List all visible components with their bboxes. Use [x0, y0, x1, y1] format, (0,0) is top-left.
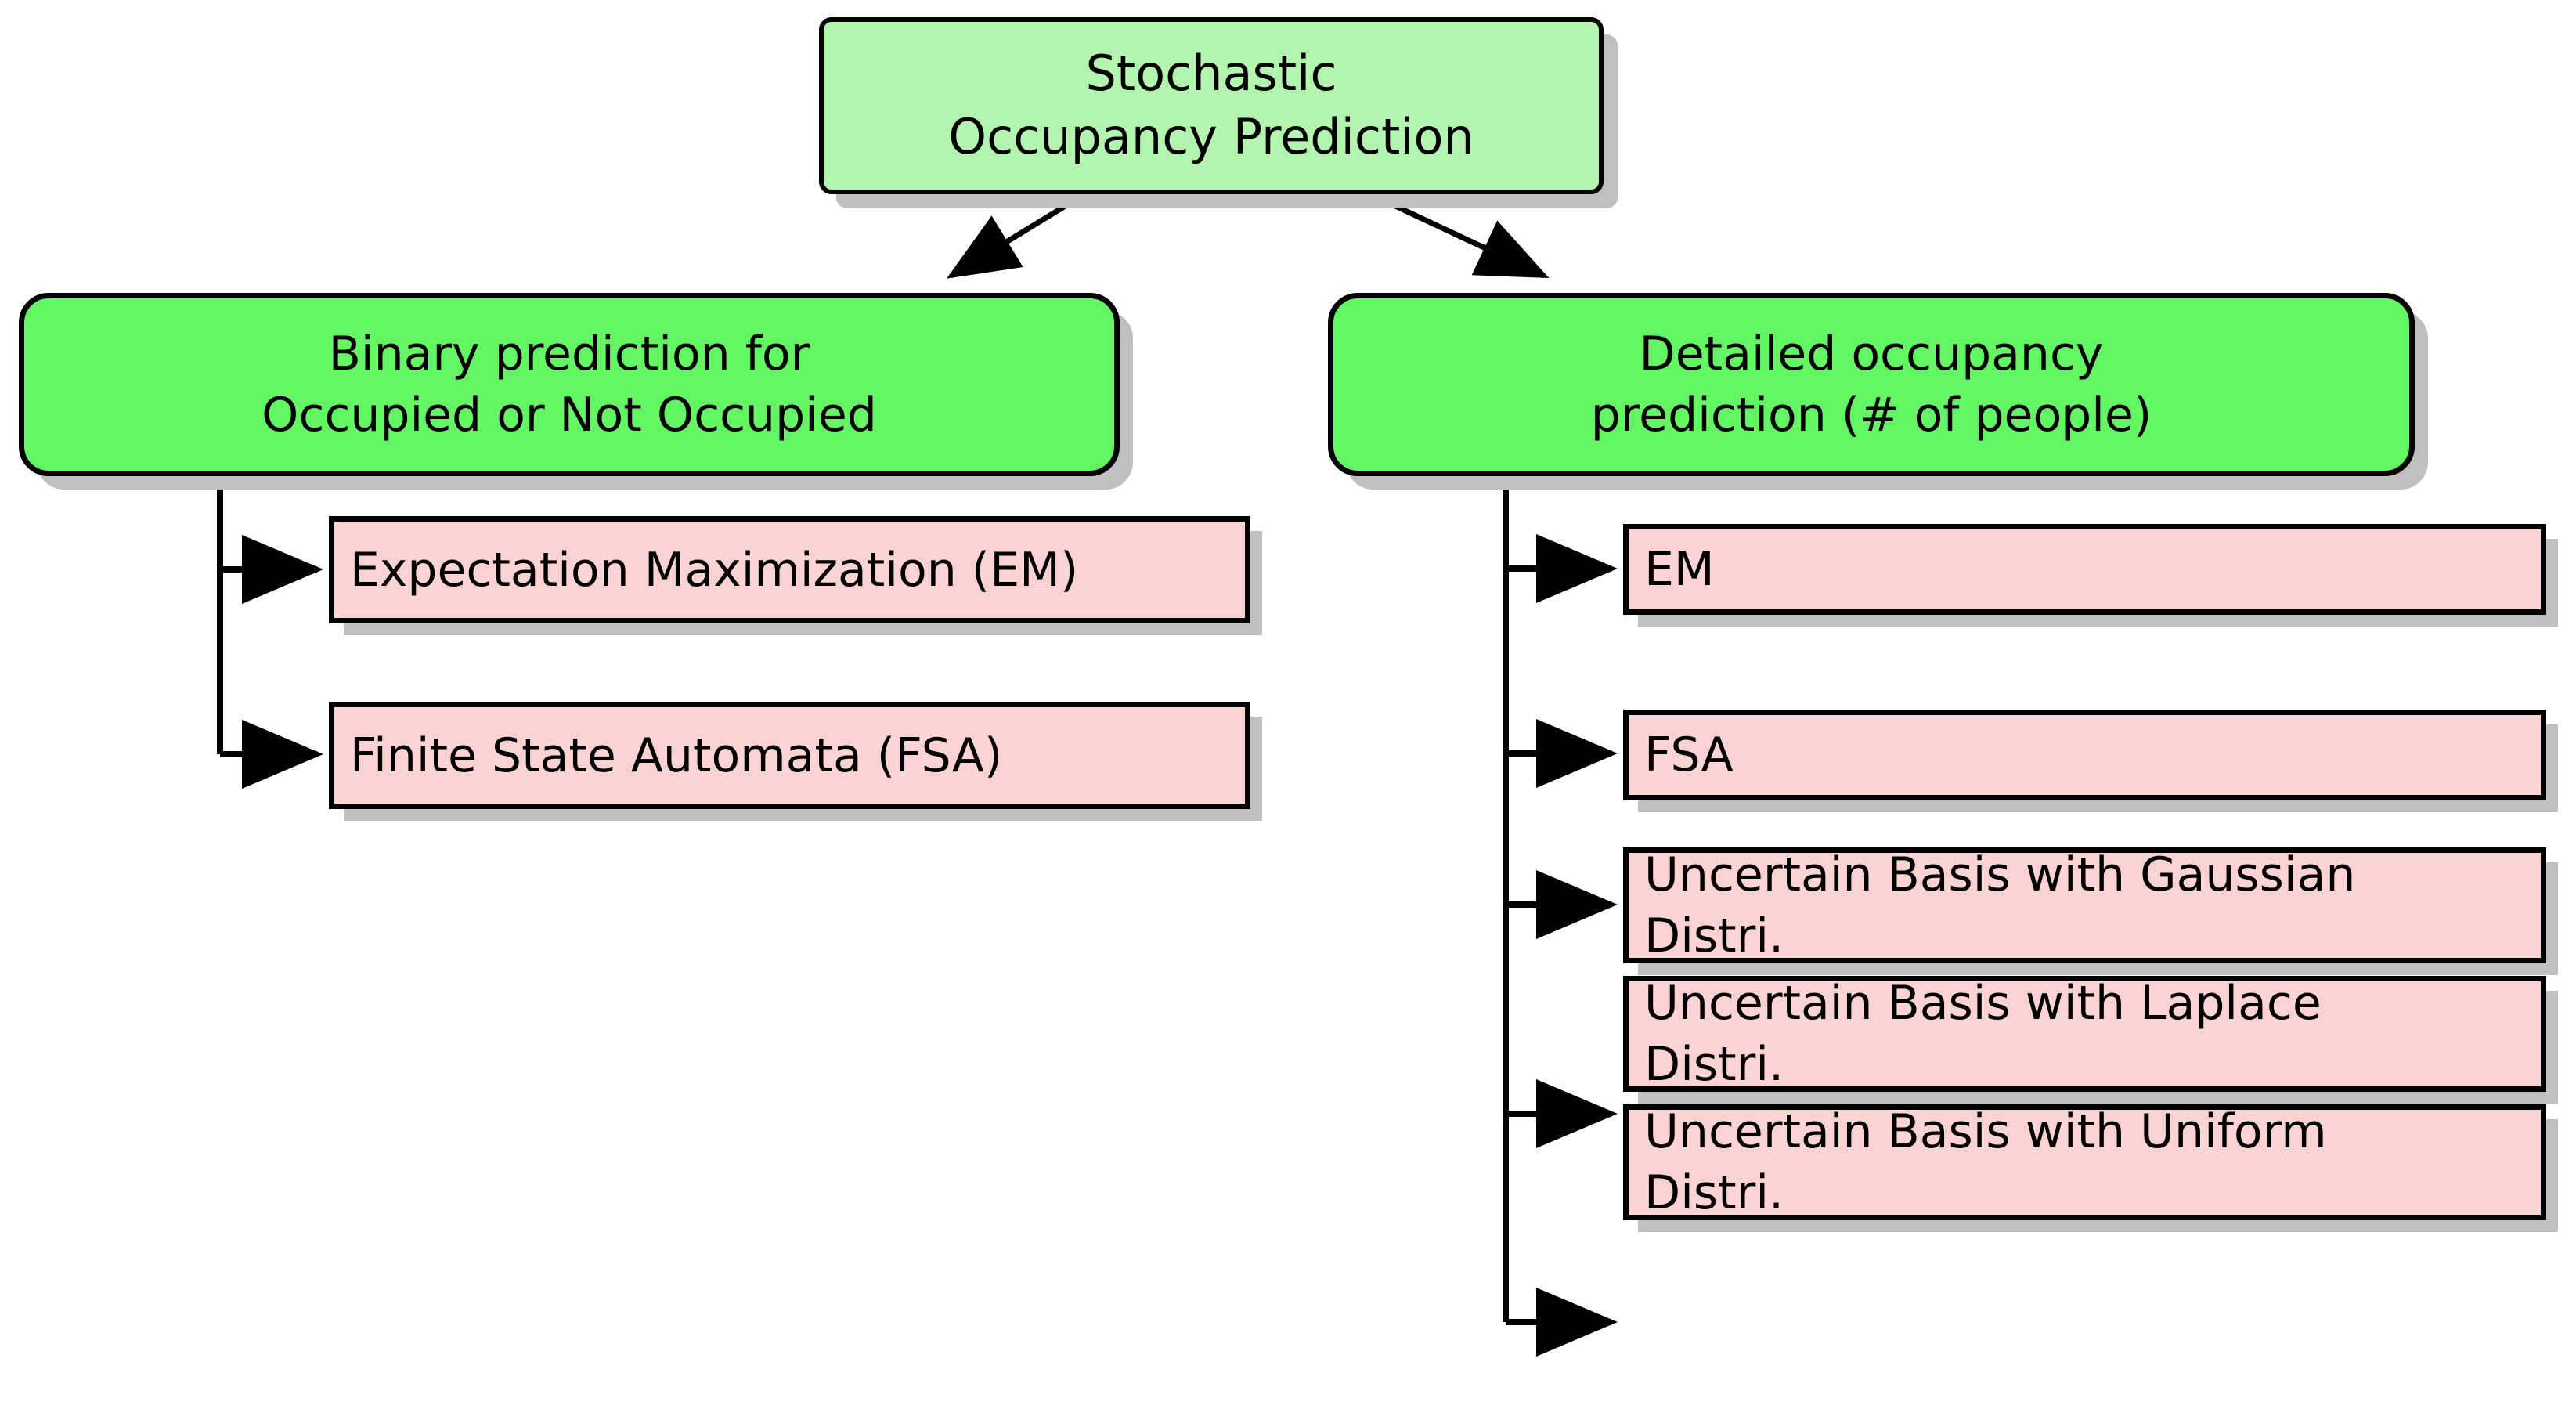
node-fsa-detailed[interactable]: FSA [1623, 710, 2546, 800]
node-uncertain-gaussian[interactable]: Uncertain Basis with Gaussian Distri. [1623, 847, 2546, 963]
node-label: Uncertain Basis with Gaussian Distri. [1644, 847, 2356, 963]
node-uncertain-laplace[interactable]: Uncertain Basis with Laplace Distri. [1623, 976, 2546, 1092]
node-label: FSA [1644, 728, 1734, 782]
node-fsa-binary[interactable]: Finite State Automata (FSA) [329, 702, 1250, 809]
node-em-binary[interactable]: Expectation Maximization (EM) [329, 516, 1250, 623]
node-label: Uncertain Basis with Laplace Distri. [1644, 976, 2322, 1092]
node-uncertain-uniform[interactable]: Uncertain Basis with Uniform Distri. [1623, 1104, 2546, 1220]
node-em-detailed[interactable]: EM [1623, 524, 2546, 615]
node-label: Finite State Automata (FSA) [350, 728, 1003, 783]
node-label: EM [1644, 542, 1715, 597]
edge-root-to-binary [947, 192, 1086, 279]
node-binary-prediction[interactable]: Binary prediction for Occupied or Not Oc… [19, 293, 1120, 476]
edge-root-to-detailed [1369, 191, 1550, 279]
node-label: Detailed occupancy prediction (# of peop… [1590, 327, 2152, 443]
node-stochastic-occupancy-prediction[interactable]: Stochastic Occupancy Prediction [819, 17, 1604, 194]
node-label: Uncertain Basis with Uniform Distri. [1644, 1104, 2327, 1220]
node-label: Expectation Maximization (EM) [350, 542, 1079, 598]
node-detailed-occupancy[interactable]: Detailed occupancy prediction (# of peop… [1328, 293, 2415, 476]
node-label: Stochastic Occupancy Prediction [948, 45, 1474, 165]
node-label: Binary prediction for Occupied or Not Oc… [262, 327, 877, 443]
